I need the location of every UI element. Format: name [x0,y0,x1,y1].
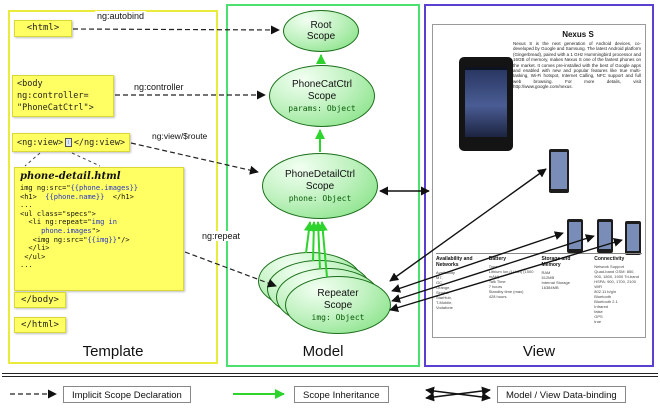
spec-row: 428 hours [488,294,507,299]
code-line: <li ng:repeat="img in [20,218,117,227]
phonedetailctrl-scope-ellipse: PhoneDetailCtrl Scope phone: Object [262,153,378,219]
code-line: <img ng:src="{{img}}"/> [20,235,130,244]
scope-name: Scope [323,299,353,311]
spec-row: Lithium Ion (Li-Ion) (1500 mAH) [488,269,534,279]
code-line: <h1> {{phone.name}} </h1> [20,192,134,201]
phone-thumbnail-screen [551,152,567,189]
phone-thumbnail [549,149,569,193]
scope-name: Scope [307,90,337,102]
legend-separator-line [2,376,658,377]
ngview-open-tag: <ng:view> [17,137,64,148]
view-column-label: View [522,343,556,360]
phone-thumbnail [597,219,613,253]
repeater-scope-ellipse: Repeater Scope img: Object [285,276,391,334]
phone-thumbnail [567,219,583,253]
scope-binding: params: Object [288,104,356,113]
spec-header: Storage and Memory [541,256,571,268]
spec-header: Connectivity [594,256,625,262]
body-close-tag-box: </body> [14,292,66,308]
ng-controller-label: ng:controller [132,82,186,92]
scope-name: Root [310,19,332,31]
screen-icon [65,138,72,147]
html-close-tag-box: </html> [14,317,66,333]
phone-image-screen [465,67,507,137]
legend-scope-inheritance: Scope Inheritance [294,386,389,403]
scope-name: Repeater [317,288,359,299]
scope-name: Scope [305,180,335,192]
body-open-tag-box: <body ng:controller= "PhoneCatCtrl"> [12,75,114,117]
spec-row: Vodafone [436,305,453,310]
legend-model-view-data-binding: Model / View Data-binding [497,386,626,403]
code-line: </ul> [20,252,46,261]
code-lines: img ng:src="{{phone.images}}<h1> {{phone… [20,184,178,270]
spec-header: Battery [488,256,506,262]
phone-description: Nexus S is the next generation of Androi… [513,41,641,90]
phone-thumbnail [625,221,641,255]
ngview-close-tag: </ng:view> [73,137,125,148]
ng-autobind-label: ng:autobind [95,11,147,21]
ng-repeat-label: ng:repeat [200,231,243,241]
spec-header: Availability and Networks [436,256,473,268]
scope-name: PhoneCatCtrl [291,79,353,90]
template-column-label: Template [82,343,144,360]
ngview-tag-box: <ng:view> </ng:view> [12,133,130,152]
code-line: img ng:src="{{phone.images}} [20,184,139,192]
body-open-line: "PhoneCatCtrl"> [17,103,94,113]
root-scope-ellipse: Root Scope [283,10,359,52]
phone-thumbnail-screen [599,222,611,249]
phonecatctrl-scope-ellipse: PhoneCatCtrl Scope params: Object [269,65,375,127]
code-line: phone.images"> [41,226,101,235]
scope-binding: phone: Object [288,194,352,203]
code-line: ... [20,261,33,270]
scope-binding: img: Object [311,313,365,322]
spec-row: true [594,319,602,324]
code-box-title: phone-detail.html [20,171,121,182]
body-open-line: ng:controller= [17,91,89,101]
spec-row: Quad-band GSM: 850, 900, 1800, 1900 Tri-… [594,269,639,284]
body-open-line: <body [17,79,43,89]
model-column-label: Model [302,343,344,360]
spec-row: 16384MB [541,285,559,290]
phone-detail-template-box: phone-detail.html img ng:src="{{phone.im… [14,167,184,291]
spec-row: GPS [594,314,603,319]
phone-thumbnail-screen [569,222,581,249]
code-line: <ul class="specs"> [20,209,96,218]
view-page: Nexus S Nexus S is the next generation o… [432,24,646,338]
code-line: ... [20,201,33,210]
ng-view-route-label: ng:view/$route [150,131,210,141]
scope-name: PhoneDetailCtrl [284,169,356,180]
legend-separator-line [2,373,658,374]
code-line: </li> [20,244,50,253]
phone-thumbnail-screen [627,224,639,251]
scope-name: Scope [306,31,336,42]
html-open-tag-box: <html> [14,20,72,37]
legend-implicit-scope-declaration: Implicit Scope Declaration [63,386,191,403]
phone-image [459,57,513,151]
phone-title: Nexus S [562,30,594,39]
